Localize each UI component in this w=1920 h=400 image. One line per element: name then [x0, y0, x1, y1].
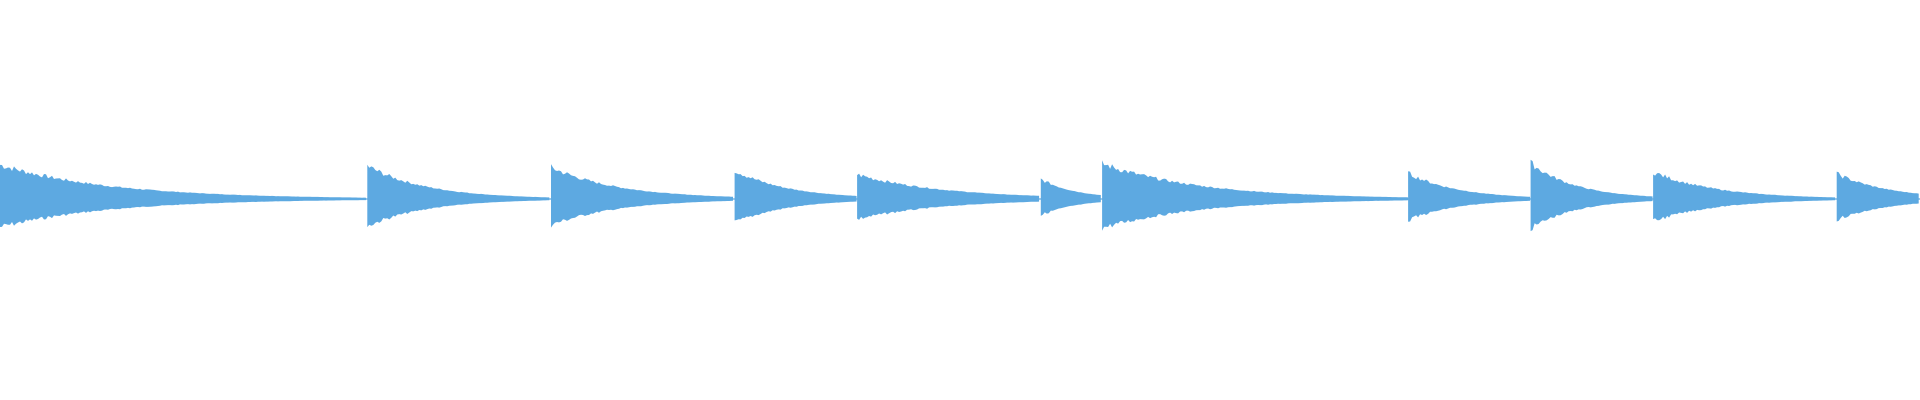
waveform-segment-10 [1653, 173, 1836, 221]
waveform-segments [0, 159, 1919, 232]
waveform-segment-9 [1530, 159, 1653, 232]
waveform-segment-11 [1836, 171, 1919, 222]
waveform-segment-5 [857, 173, 1040, 220]
waveform-segment-3 [551, 164, 733, 228]
waveform-segment-8 [1408, 171, 1531, 222]
waveform-segment-7 [1102, 160, 1409, 231]
waveform-segment-2 [367, 164, 550, 228]
waveform-segment-6 [1040, 178, 1101, 216]
waveform-segment-4 [734, 172, 857, 221]
waveform-segment-1 [0, 164, 366, 227]
